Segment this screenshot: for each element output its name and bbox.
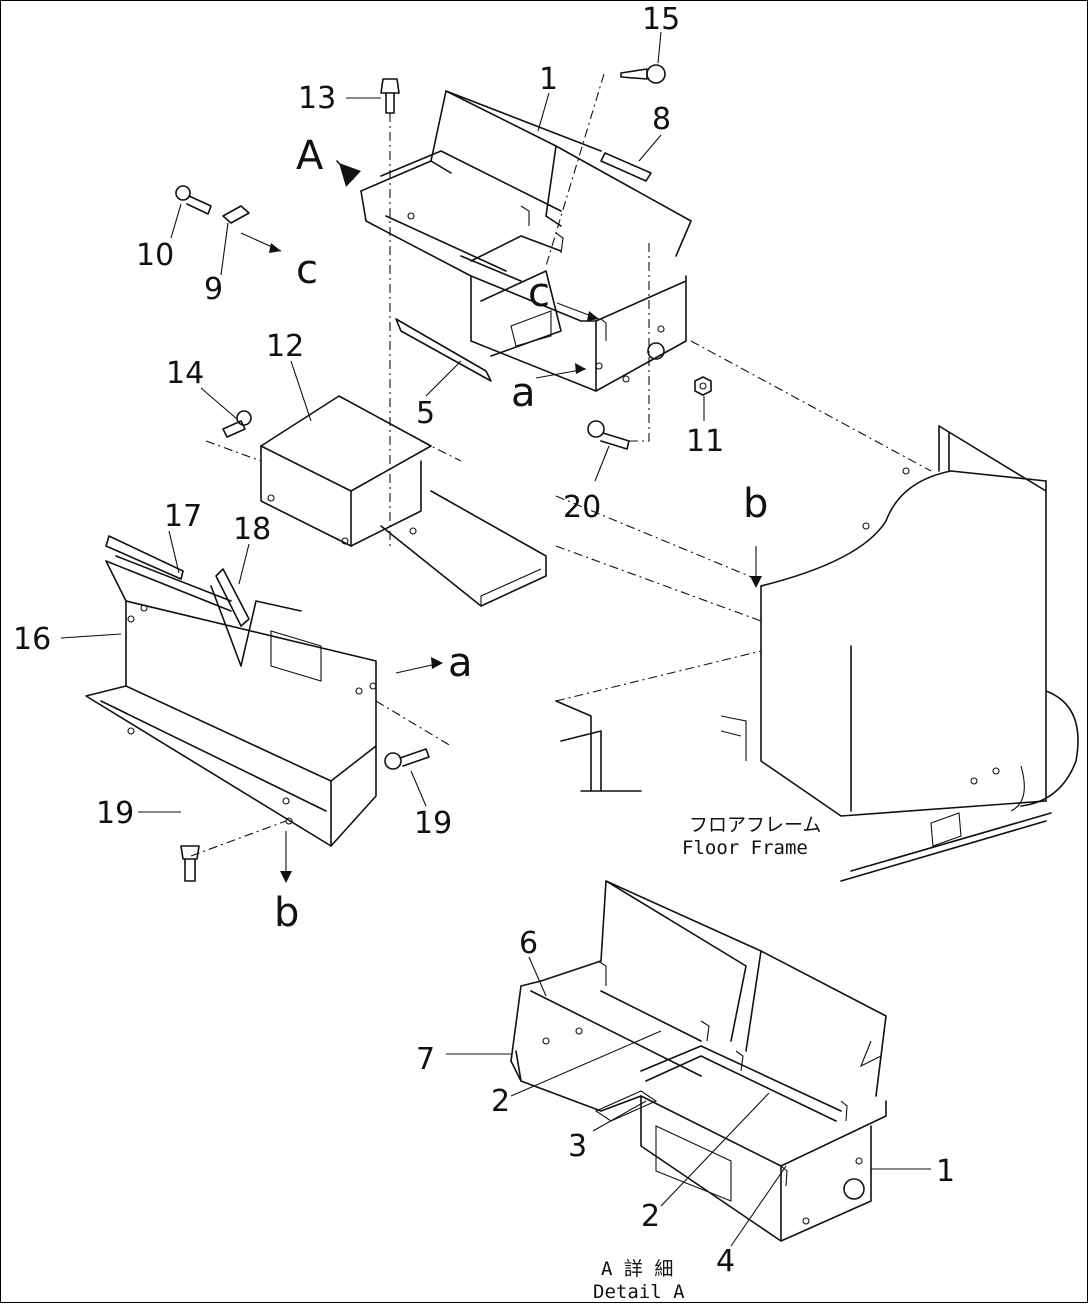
callout-6: 6 — [519, 926, 538, 961]
view-arrows — [240, 160, 762, 883]
floor-frame-en: Floor Frame — [682, 837, 808, 859]
part-12-box — [205, 395, 547, 607]
view-letter-a-lower: a — [448, 640, 473, 686]
callout-4: 4 — [716, 1244, 735, 1279]
view-letter-a-upper: a — [511, 370, 536, 416]
view-letters: A a a b b c c — [274, 133, 768, 936]
view-letter-b-upper: b — [743, 481, 768, 527]
callout-3: 3 — [568, 1129, 587, 1164]
bolt-14-icon — [222, 410, 252, 438]
callout-1-detail: 1 — [936, 1154, 955, 1189]
bolt-15-icon — [545, 64, 666, 267]
bolt-10-icon — [175, 185, 212, 215]
callout-2-lower: 2 — [641, 1199, 660, 1234]
detail-a-caption: A 詳 細 Detail A — [593, 1258, 685, 1303]
callout-18: 18 — [233, 512, 271, 547]
callout-1: 1 — [539, 62, 558, 97]
callout-11: 11 — [686, 424, 724, 459]
callout-10: 10 — [136, 238, 174, 273]
view-letter-c-right: c — [528, 270, 550, 316]
callout-16: 16 — [13, 622, 51, 657]
callout-9: 9 — [204, 272, 223, 307]
callout-5: 5 — [416, 396, 435, 431]
callout-17: 17 — [164, 499, 202, 534]
bolt-19-right-icon — [384, 748, 430, 770]
callout-13: 13 — [298, 81, 336, 116]
callout-2: 2 — [491, 1084, 510, 1119]
part-1-cover-box — [360, 90, 692, 392]
callout-20: 20 — [563, 490, 601, 525]
bolt-13-icon — [380, 78, 400, 546]
bolt-20-icon — [587, 241, 650, 450]
floor-frame-jp: フロアフレーム — [689, 814, 821, 836]
part-5-strip — [395, 318, 492, 382]
pin-9-icon — [222, 205, 250, 224]
callout-12: 12 — [266, 329, 304, 364]
bolt-19-left-icon — [180, 845, 200, 882]
detail-a-jp: A 詳 細 — [601, 1258, 673, 1280]
part-8-strip — [600, 152, 652, 182]
callout-15: 15 — [642, 2, 680, 37]
callout-19-left: 19 — [96, 796, 134, 831]
callout-7: 7 — [416, 1042, 435, 1077]
floor-frame-caption: フロアフレーム Floor Frame — [682, 814, 821, 859]
view-letter-c-left: c — [296, 247, 318, 293]
detail-a-en: Detail A — [593, 1281, 685, 1303]
floor-frame-outline — [555, 340, 1079, 882]
callout-labels: 1 1 2 2 3 4 5 6 7 8 9 10 11 12 13 14 15 … — [13, 2, 955, 1279]
callout-14: 14 — [166, 356, 204, 391]
detail-a-box — [510, 880, 887, 1242]
callout-19-right: 19 — [414, 806, 452, 841]
callout-8: 8 — [652, 102, 671, 137]
view-letter-A: A — [296, 133, 324, 179]
leader-lines — [60, 31, 931, 1247]
view-letter-b-lower: b — [274, 890, 299, 936]
part-16-guard — [85, 535, 452, 857]
nut-11-icon — [694, 376, 712, 396]
